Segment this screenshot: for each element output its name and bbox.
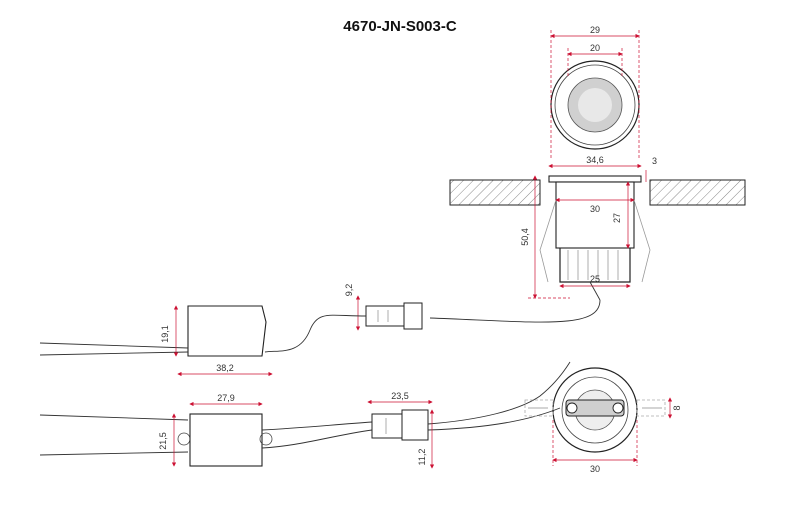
spring-clip-left [539, 199, 557, 283]
dim-flange-thickness: 3 [652, 156, 657, 166]
dim-bottom-diameter: 30 [590, 464, 600, 474]
ceiling-section [449, 179, 746, 206]
driver-lower [189, 413, 263, 467]
dim-driver2-height: 21,5 [158, 432, 168, 450]
driver-upper [187, 305, 267, 357]
dim-body-bottom: 25 [590, 274, 600, 284]
dim-connector2-height: 11,2 [417, 449, 427, 466]
dim-total-height: 50,4 [520, 228, 530, 246]
dim-driver-length: 38,2 [216, 363, 234, 373]
dim-spring-offset: 8 [672, 405, 682, 410]
dim-driver2-length: 27,9 [217, 393, 235, 403]
connector-lower [371, 413, 407, 439]
dim-connector2-length: 23,5 [391, 391, 409, 401]
mounting-bar [565, 399, 625, 417]
screw-right [612, 402, 624, 414]
dim-flange: 34,6 [586, 155, 604, 165]
dim-connector-height: 9,2 [344, 284, 354, 297]
fixture-side-view [528, 163, 651, 301]
dim-top-inner: 20 [590, 43, 600, 53]
bottom-view-luminaire [524, 367, 673, 466]
dim-body-depth: 27 [612, 213, 622, 223]
dim-cutout: 30 [590, 204, 600, 214]
dim-top-outer: 29 [590, 25, 600, 35]
drawing-title: 4670-JN-S003-C [343, 18, 457, 35]
top-view-luminaire [550, 30, 640, 160]
dim-driver-height: 19,1 [160, 325, 170, 343]
flange [548, 175, 642, 183]
heatsink [559, 248, 631, 283]
lower-driver-assembly [39, 361, 571, 469]
housing [555, 181, 635, 249]
spring-clip-right [633, 199, 651, 283]
upper-driver-assembly [39, 295, 601, 377]
screw-left [566, 402, 578, 414]
